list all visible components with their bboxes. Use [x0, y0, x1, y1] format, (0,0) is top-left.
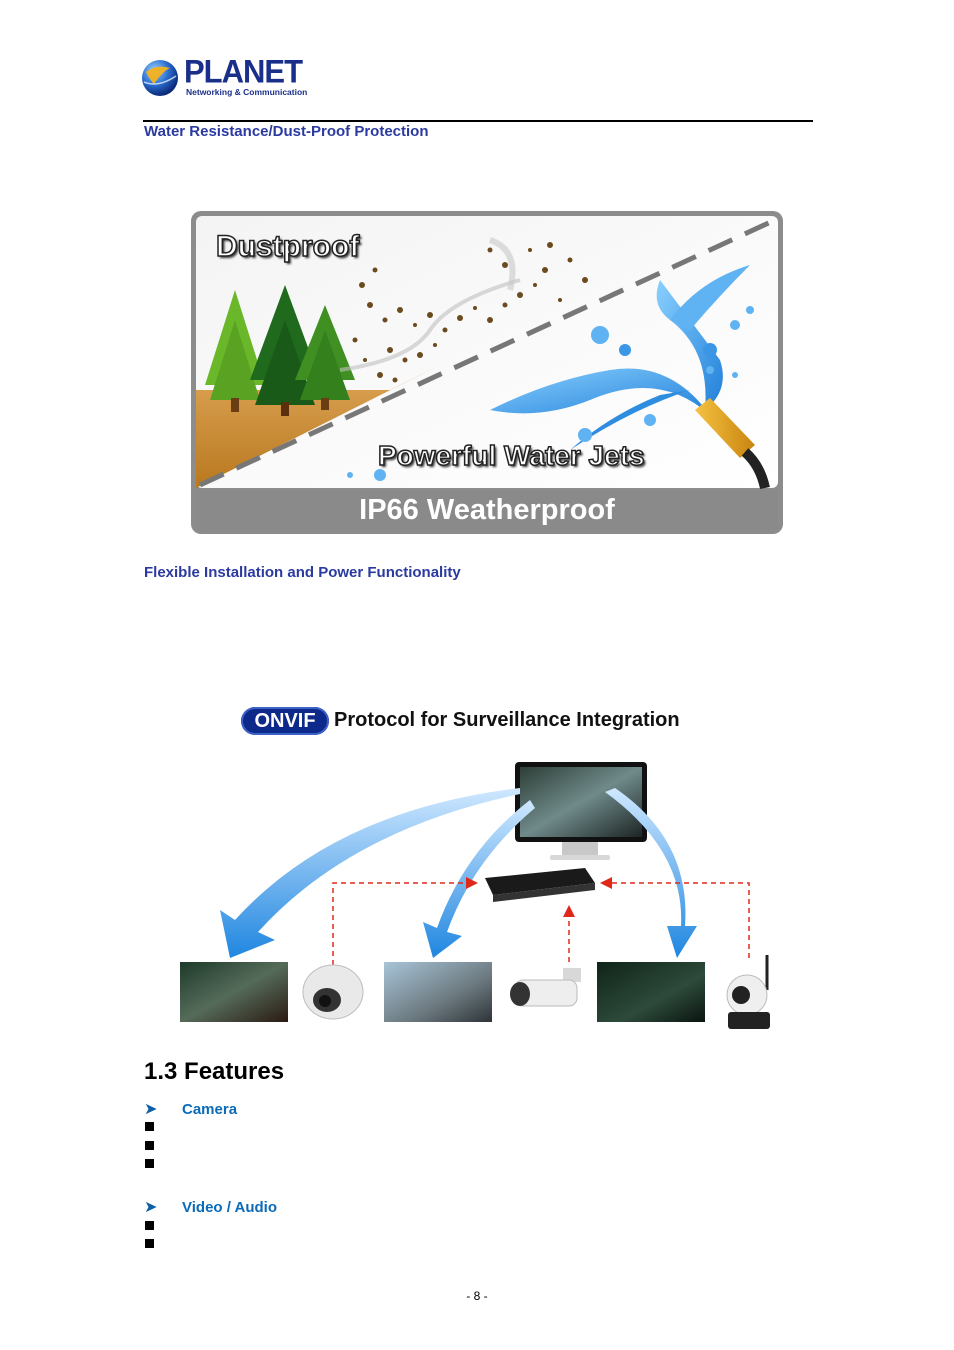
list-bullet [145, 1239, 154, 1248]
features-title: 1.3 Features [144, 1058, 285, 1085]
monitor-icon [515, 762, 647, 860]
section-heading-flexible-installation: Flexible Installation and Power Function… [144, 564, 461, 581]
dustproof-label: Dustproof [215, 229, 360, 264]
onvif-integration-diagram [175, 700, 780, 1035]
brand-tagline: Networking & Communication [186, 87, 308, 97]
page-number: - 8 - [466, 1289, 488, 1303]
bullet-camera-icon [510, 968, 581, 1007]
globe-icon [142, 60, 178, 96]
brand-name: PLANET [184, 53, 303, 90]
arrow-bullet-icon: ➤ [144, 1199, 158, 1216]
list-bullet [145, 1122, 154, 1131]
list-bullet [145, 1141, 154, 1150]
camera-feed-thumbnail-1 [180, 962, 288, 1022]
water-jets-label: Powerful Water Jets [377, 439, 645, 472]
pine-trees [205, 285, 355, 416]
onvif-badge: ONVIF [241, 707, 329, 735]
camera-feed-thumbnail-2 [384, 962, 492, 1022]
camera-feed-thumbnail-3 [597, 962, 705, 1022]
onvif-badge-text: ONVIF [254, 710, 316, 732]
nvr-recorder-icon [485, 868, 595, 902]
section-heading-water-resistance: Water Resistance/Dust-Proof Protection [144, 123, 429, 140]
onvif-caption: Protocol for Surveillance Integration [334, 709, 680, 731]
list-bullet [145, 1159, 154, 1168]
arrow-bullet-icon: ➤ [144, 1101, 158, 1118]
ip66-banner-label: IP66 Weatherproof [359, 494, 615, 526]
ip66-weatherproof-figure: Dustproof Powerful Water Jets IP66 Weath… [190, 210, 784, 535]
features-camera-heading: Camera [182, 1101, 238, 1118]
features-video-audio-heading: Video / Audio [182, 1199, 278, 1216]
pan-tilt-camera-icon [726, 955, 770, 1029]
dome-camera-icon [302, 964, 364, 1020]
hose-nozzle-icon [695, 398, 770, 490]
list-bullet [145, 1221, 154, 1230]
dust-particles [352, 242, 588, 383]
water-spray [347, 265, 754, 481]
header-divider [143, 120, 813, 122]
planet-logo: PLANET Networking & Communication [140, 53, 307, 100]
